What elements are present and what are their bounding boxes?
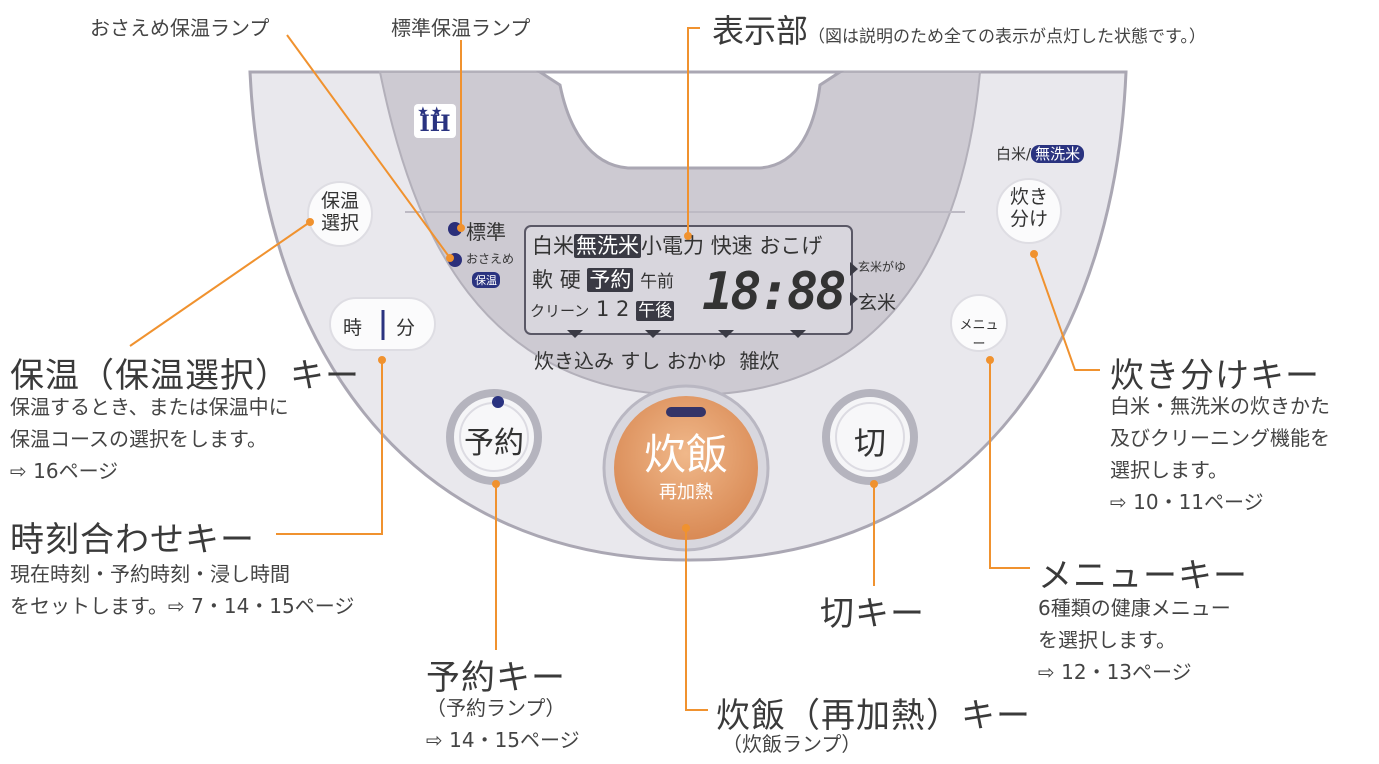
keep-warm-select-button[interactable]: 保温選択 (320, 190, 359, 234)
lid-notch (534, 70, 846, 170)
label-display: 表示部（図は説明のため全ての表示が点灯した状態です。） (712, 12, 1206, 50)
label-osaeme-lamp: おさえめ保温ランプ (90, 16, 270, 40)
cook-button[interactable]: 炊飯 再加熱 (643, 430, 728, 504)
desc-select: 白米・無洗米の炊きかた及びクリーニング機能を選択します。⇨ 10・11ページ (1110, 394, 1330, 514)
lcd-bottom-menu: 炊き込み すし おかゆ 雑炊 (534, 349, 780, 373)
label-off-key: 切キー (820, 594, 925, 634)
label-clock-key: 時刻合わせキー (10, 520, 255, 560)
label-keep-warm-key: 保温（保温選択）キー (10, 356, 360, 396)
lcd-row-2: 軟 硬 予約 午前 (532, 268, 675, 292)
label-cook-key: 炊飯（再加熱）キー (716, 696, 1031, 736)
lcd-digits: 18:88 (702, 262, 847, 322)
lcd-side-top: 玄米がゆ (858, 260, 907, 274)
minute-button[interactable]: 分 (396, 317, 416, 339)
lcd-row-1: 白米無洗米小電力 快速 おこげ (532, 234, 823, 258)
rice-type-indicator: 白米/無洗米 (996, 143, 1085, 164)
ih-logo: ★ ★ IH (414, 104, 456, 138)
label-standard-lamp: 標準保温ランプ (391, 16, 531, 40)
lamp-osaeme-label: おさえめ (466, 252, 515, 266)
off-button[interactable]: 切 (853, 424, 886, 462)
label-timer-key: 予約キー (426, 658, 566, 698)
label-menu-key: メニューキー (1038, 556, 1248, 596)
hour-button[interactable]: 時 (343, 317, 363, 339)
timer-button[interactable]: 予約 (464, 426, 524, 461)
lamp-hoon-badge: 保温 (472, 272, 500, 288)
label-select-key: 炊き分けキー (1110, 356, 1320, 396)
lcd-row-3: クリーン 1 2 午後 (530, 297, 675, 321)
desc-keep-warm: 保温するとき、または保温中に保温コースの選択をします。⇨ 16ページ (10, 395, 289, 483)
desc-clock: 現在時刻・予約時刻・浸し時間をセットします。⇨ 7・14・15ページ (10, 562, 355, 618)
select-cook-button[interactable]: 炊き分け (1009, 186, 1048, 230)
lamp-standard-label: 標準 (466, 220, 506, 244)
desc-cook: （炊飯ランプ） (722, 732, 862, 756)
lcd-side-bottom: 玄米 (858, 292, 897, 314)
menu-button[interactable]: メニュー (959, 318, 999, 352)
desc-menu: 6種類の健康メニューを選択します。⇨ 12・13ページ (1038, 596, 1231, 684)
desc-timer: （予約ランプ）⇨ 14・15ページ (426, 696, 580, 752)
